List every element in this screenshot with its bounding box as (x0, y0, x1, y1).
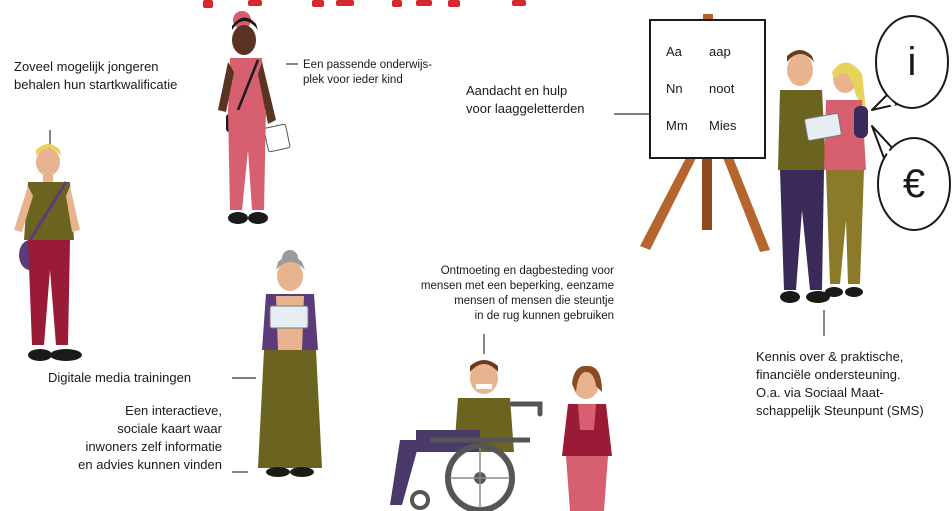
social-map-label-line: en advies kunnen vinden (78, 457, 222, 472)
info-icon: i (907, 40, 917, 84)
youth-label: Zoveel mogelijk jongeren behalen hun sta… (14, 58, 177, 94)
school-label-line: Een passende onderwijs- (303, 59, 433, 71)
meeting-label: Ontmoeting en dagbesteding voor mensen m… (421, 264, 614, 324)
school-label-line: plek voor ieder kind (303, 74, 403, 86)
media-label: Digitale media trainingen (48, 370, 192, 385)
couple-figure (778, 50, 868, 303)
elderly-woman-figure (258, 250, 322, 477)
board-word: noot (709, 81, 735, 96)
financial-label-line: O.a. via Sociaal Maat- (756, 385, 884, 400)
youth-label-line: behalen hun startkwalificatie (14, 77, 178, 92)
financial-label: Kennis over & praktische, financiële ond… (756, 348, 924, 420)
young-man-figure (14, 130, 82, 361)
easel (640, 14, 770, 252)
financial-label-line: Kennis over & praktische, (756, 349, 904, 364)
social-map-label-line: sociale kaart waar (117, 421, 222, 436)
board-letter: Aa (666, 44, 682, 59)
euro-icon: € (902, 162, 926, 206)
financial-label-line: financiële ondersteuning. (756, 367, 901, 382)
board-word: Mies (709, 118, 737, 133)
schoolgirl-figure (218, 11, 291, 224)
wheelchair-man-figure (390, 334, 543, 511)
literacy-label-line: voor laaggeletterden (466, 101, 585, 116)
social-map-label-line: inwoners zelf informatie (85, 439, 222, 454)
info-bubble (871, 15, 949, 111)
title-fragment (203, 0, 526, 8)
literacy-label-line: Aandacht en hulp (466, 83, 568, 98)
meeting-label-line: Ontmoeting en dagbesteding voor (440, 265, 614, 277)
red-dress-woman-figure (562, 365, 612, 511)
board-words: aap noot Mies (709, 44, 736, 155)
board-word: aap (709, 44, 731, 59)
board-letter: Mm (666, 118, 688, 133)
social-map-label-line: Een interactieve, (125, 403, 222, 418)
board-letters: Aa Nn Mm (666, 44, 688, 155)
youth-label-line: Zoveel mogelijk jongeren (14, 59, 159, 74)
financial-label-line: schappelijk Steunpunt (SMS) (756, 403, 924, 418)
money-bubble (871, 125, 951, 231)
board-letter: Nn (666, 81, 683, 96)
meeting-label-line: mensen of mensen die steuntje (454, 295, 614, 307)
literacy-label: Aandacht en hulp voor laaggeletterden (466, 82, 585, 118)
meeting-label-line: in de rug kunnen gebruiken (474, 310, 614, 322)
school-label: Een passende onderwijs- plek voor ieder … (303, 58, 432, 88)
social-map-label: Een interactieve, sociale kaart waar inw… (78, 402, 222, 474)
meeting-label-line: mensen met een beperking, eenzame (420, 280, 614, 292)
